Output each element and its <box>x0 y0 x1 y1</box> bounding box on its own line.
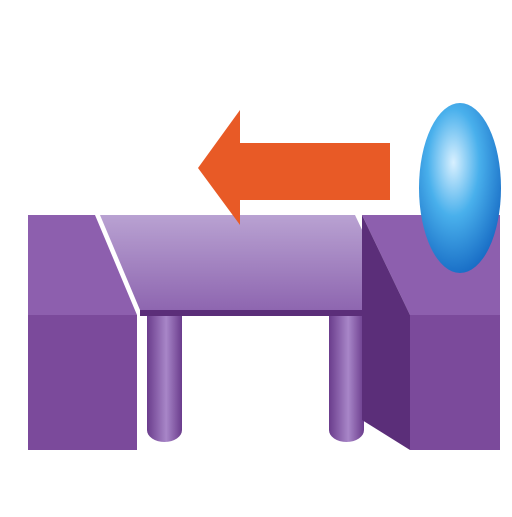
sphere <box>419 103 501 273</box>
left-block <box>28 215 137 450</box>
left-leg <box>147 300 182 442</box>
left-block-top <box>28 215 137 315</box>
sliding-plate <box>100 215 400 316</box>
right-block-front <box>410 315 500 450</box>
right-leg <box>329 300 364 442</box>
direction-arrow <box>198 110 390 225</box>
right-block-angled-face <box>362 215 410 450</box>
left-block-front <box>28 315 137 450</box>
support-legs <box>147 300 364 442</box>
plate-edge <box>140 310 400 316</box>
plate-surface <box>100 215 400 310</box>
